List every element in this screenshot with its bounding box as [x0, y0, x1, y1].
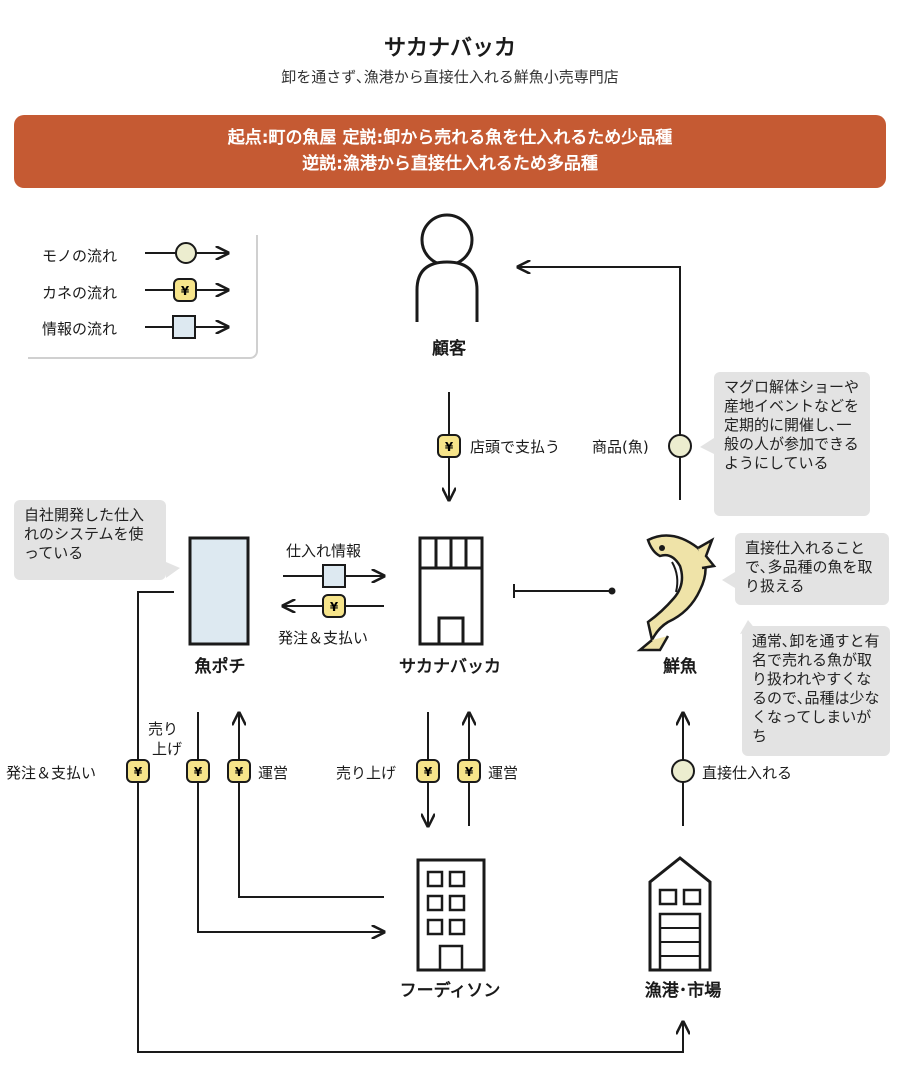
label-goods-fish: 商品(魚): [592, 438, 649, 456]
foodison-building-icon: [416, 858, 486, 972]
fish-icon: [636, 534, 717, 652]
label-order-payment-port: 発注＆支払い: [6, 764, 97, 782]
legend: モノの流れ カネの流れ 情報の流れ: [28, 235, 258, 359]
flow-direct-purchase: [671, 713, 695, 826]
flow-sales-store: ¥: [416, 712, 440, 826]
flow-goods-to-customer: [518, 267, 692, 500]
flow-order-payment-to-port: ¥: [126, 591, 683, 1053]
label-sales-uopochi-line2: 上げ: [152, 740, 183, 758]
info-marker-icon: [172, 315, 196, 339]
label-direct-purchase: 直接仕入れる: [702, 764, 793, 782]
label-operation-uopochi: 運営: [258, 764, 289, 782]
svg-text:¥: ¥: [134, 765, 143, 779]
legend-info-line: [145, 315, 228, 339]
thesis-banner: 起点:町の魚屋 定説:卸から売れる魚を仕入れるため少品種 逆説:漁港から直接仕入…: [14, 115, 886, 188]
flow-sales-uopochi: ¥: [186, 712, 384, 932]
flow-purchase-info: [283, 564, 384, 588]
legend-money-label: カネの流れ: [42, 284, 118, 302]
label-operation-store: 運営: [488, 764, 519, 782]
banner-line-2: 逆説:漁港から直接仕入れるため多品種: [302, 154, 598, 174]
store-fish-connector: [513, 584, 616, 598]
note-system: 自社開発した仕入れのシステムを使っている: [14, 500, 166, 580]
flow-order-payment-store: ¥: [283, 594, 384, 618]
svg-text:¥: ¥: [330, 600, 339, 614]
yen-marker-icon: [173, 278, 197, 302]
legend-goods-label: モノの流れ: [42, 247, 118, 265]
node-sakanabakka: サカナバッカ: [399, 657, 501, 677]
node-port-market: 漁港･市場: [644, 981, 722, 1001]
note-usual: 通常､卸を通すと有名で売れる魚が取り扱われやすくなるので､品種は少なくなってしま…: [742, 626, 890, 756]
note-variety: 直接仕入れることで､多品種の魚を取り扱える: [735, 533, 889, 605]
node-customer: 顧客: [432, 339, 466, 359]
variety-note-pointer: [722, 572, 735, 588]
label-sales-uopochi-line1: 売り: [148, 720, 179, 738]
flow-pay-at-store: ¥: [437, 392, 461, 500]
svg-text:¥: ¥: [235, 765, 244, 779]
uopochi-tablet-icon: [188, 536, 250, 646]
svg-text:¥: ¥: [465, 765, 474, 779]
node-foodison: フーディソン: [399, 981, 501, 1001]
node-fish: 鮮魚: [663, 657, 697, 677]
label-sales-store: 売り上げ: [336, 764, 397, 782]
flow-operation-store: ¥: [457, 713, 481, 826]
flow-operation-uopochi: ¥: [227, 713, 384, 898]
legend-info-label: 情報の流れ: [42, 320, 118, 338]
customer-person-icon: [415, 213, 479, 322]
note-event: マグロ解体ショーや産地イベントなどを定期的に開催し､一般の人が参加できるようにし…: [714, 372, 870, 516]
banner-line-1: 起点:町の魚屋 定説:卸から売れる魚を仕入れるため少品種: [227, 128, 673, 148]
label-order-payment-store: 発注＆支払い: [278, 629, 369, 647]
svg-text:¥: ¥: [445, 440, 454, 454]
svg-text:¥: ¥: [194, 765, 203, 779]
page-subtitle: 卸を通さず､漁港から直接仕入れる鮮魚小売専門店: [281, 68, 619, 86]
legend-money-line: ¥: [145, 278, 228, 302]
port-market-building-icon: [648, 856, 712, 972]
label-pay-at-store: 店頭で支払う: [470, 438, 561, 456]
goods-marker-icon: [175, 242, 197, 264]
event-note-pointer: [700, 438, 714, 454]
svg-text:¥: ¥: [181, 284, 190, 298]
legend-goods-line: [145, 242, 228, 264]
node-uopochi: 魚ポチ: [194, 657, 246, 677]
system-note-pointer: [166, 562, 180, 578]
svg-text:¥: ¥: [424, 765, 433, 779]
store-building-icon: [418, 536, 484, 646]
page-title: サカナバッカ: [383, 36, 516, 61]
label-purchase-info: 仕入れ情報: [286, 542, 362, 560]
